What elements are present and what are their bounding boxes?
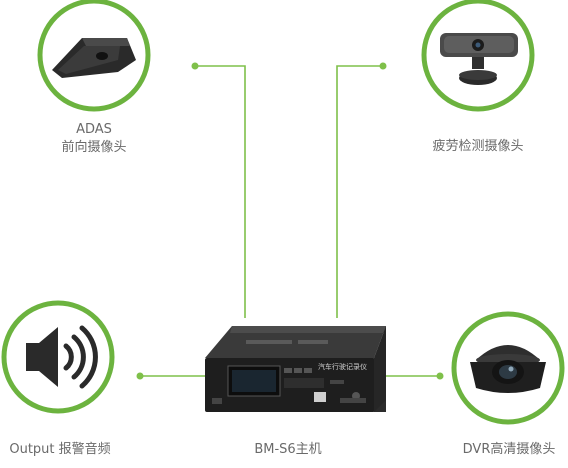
- dot-dvr: [436, 372, 444, 380]
- node-fatigue: [421, 0, 535, 112]
- dot-output: [136, 372, 144, 380]
- speaker-icon: [26, 325, 98, 389]
- output-label: Output 报警音频: [9, 442, 111, 457]
- connector-adas: [195, 65, 246, 318]
- dot-adas: [191, 62, 199, 70]
- fatigue-camera-icon: [440, 33, 518, 85]
- adas-camera-icon: [52, 38, 136, 78]
- dot-fatigue: [379, 62, 387, 70]
- adas-label: ADAS 前向摄像头: [44, 121, 144, 157]
- adas-label-line2: 前向摄像头: [61, 140, 127, 155]
- dvr-label: DVR高清摄像头: [462, 442, 556, 457]
- connector-fatigue: [336, 65, 383, 318]
- host-label: BM-S6主机: [254, 442, 322, 457]
- host-screen-text: 汽车行驶记录仪: [318, 363, 367, 371]
- node-adas: [37, 0, 151, 112]
- adas-label-line1: ADAS: [76, 122, 112, 137]
- fatigue-label: 疲劳检测摄像头: [432, 139, 524, 154]
- node-output: [1, 300, 115, 414]
- host-unit-icon: [205, 326, 386, 412]
- node-dvr: [451, 311, 565, 425]
- dome-camera-icon: [470, 345, 546, 393]
